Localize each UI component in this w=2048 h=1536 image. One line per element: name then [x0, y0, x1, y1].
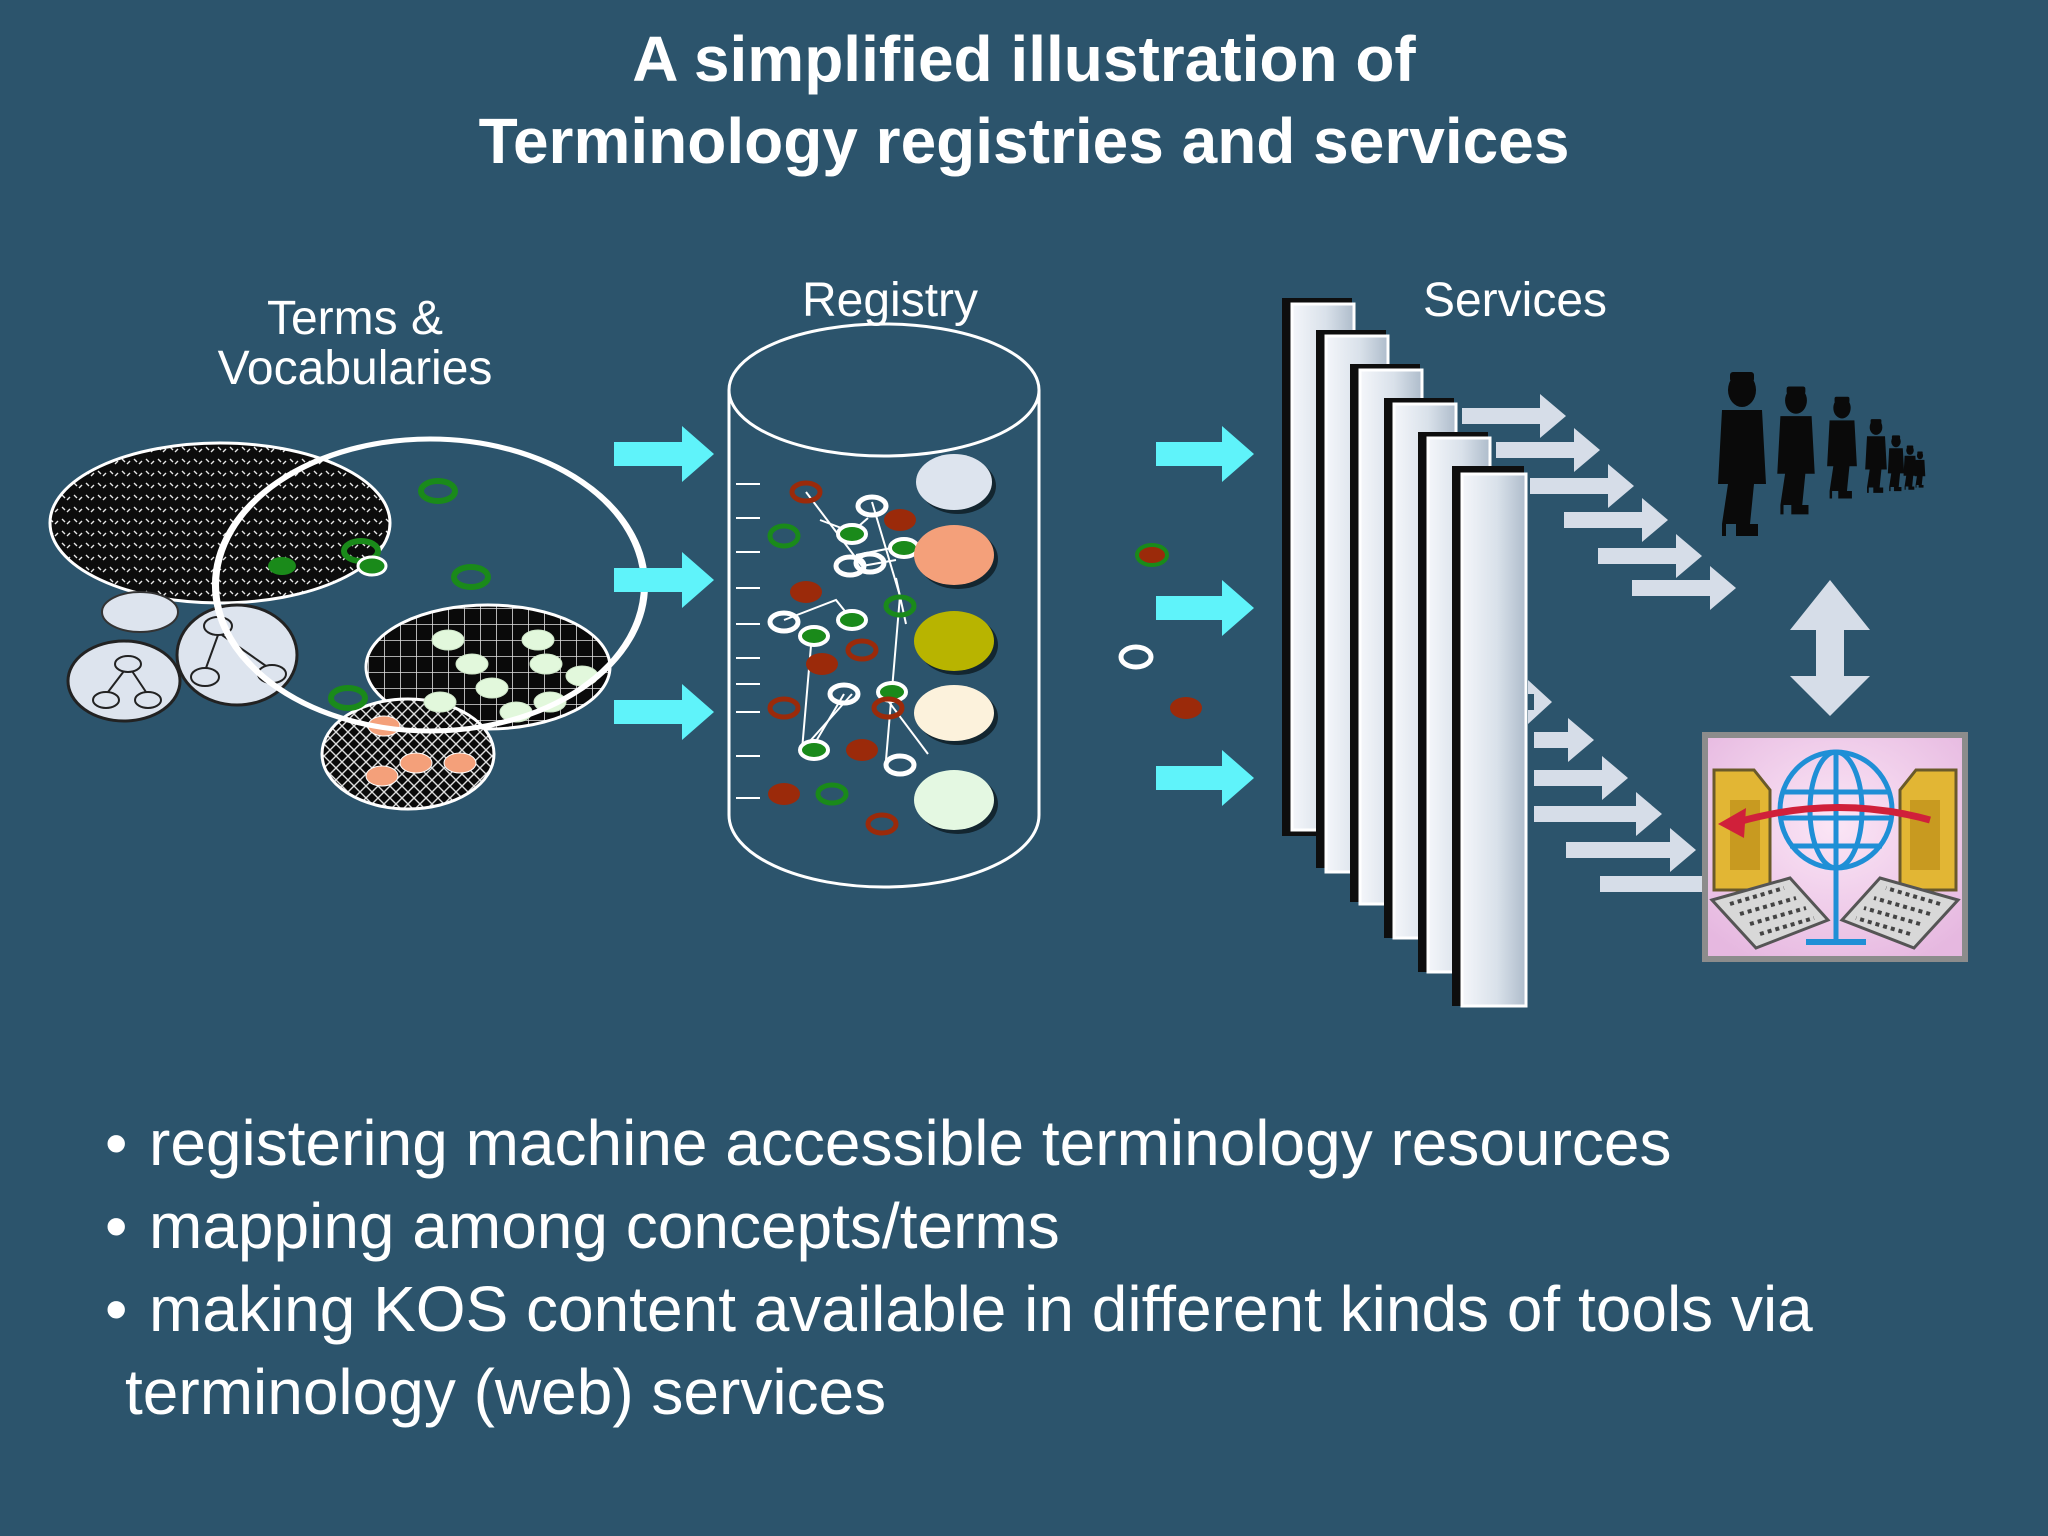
flow-arrow-icon — [1530, 464, 1634, 508]
vocabularies-cluster — [48, 436, 649, 811]
flow-arrow-icon — [1534, 756, 1628, 800]
registry-vocabulary-discs — [914, 454, 998, 834]
flow-arrow-icon — [1496, 428, 1600, 472]
bullet-item: mapping among concepts/terms — [105, 1185, 2005, 1268]
services-panel-stack — [1282, 298, 1528, 1008]
flow-arrow-icon — [1534, 718, 1594, 762]
flow-arrow-icon — [1156, 580, 1254, 636]
registry-cylinder — [727, 322, 1041, 889]
bullet-item: making KOS content available in differen… — [105, 1268, 2005, 1351]
registry-scale-ticks — [736, 483, 760, 799]
bullet-item: registering machine accessible terminolo… — [105, 1102, 2005, 1185]
flow-arrow-icon — [1598, 534, 1702, 578]
flow-arrow-icon — [614, 684, 714, 740]
flow-arrow-icon — [1156, 750, 1254, 806]
terms-vocabularies-label: Terms & Vocabularies — [190, 294, 520, 394]
green-term-dot-outlined — [356, 555, 388, 577]
registry-label: Registry — [801, 274, 979, 327]
flow-arrow-icon — [614, 426, 714, 482]
service-panel — [1452, 466, 1528, 1008]
networked-computers-globe-icon — [1702, 732, 1968, 962]
input-flow-arrows — [614, 426, 714, 740]
slide-title: A simplified illustration of Terminology… — [0, 18, 2048, 182]
flow-arrow-icon — [1566, 828, 1696, 872]
crosshatch-terms — [365, 715, 477, 787]
people-queue-icon — [1718, 372, 1926, 536]
bullet-item-continuation: terminology (web) services — [125, 1356, 887, 1428]
flow-arrow-icon — [614, 552, 714, 608]
bullet-list: registering machine accessible terminolo… — [105, 1102, 2005, 1434]
flow-arrow-icon — [1528, 680, 1552, 724]
flow-arrow-icon — [1632, 566, 1736, 610]
green-term-rings — [328, 478, 491, 711]
double-arrow-icon — [1790, 580, 1870, 716]
flow-arrow-icon — [1462, 394, 1566, 438]
small-hierarchy-ellipse — [101, 591, 179, 633]
terms-label-line-1: Terms & — [266, 292, 443, 345]
output-flow-arrows — [1156, 426, 1254, 806]
registry-term-dots — [767, 480, 920, 836]
terms-label-line-2: Vocabularies — [217, 342, 493, 395]
flow-arrow-icon — [1600, 862, 1730, 906]
flow-arrow-icon — [1564, 498, 1668, 542]
service-output-arrows-bottom — [1528, 680, 1730, 906]
service-output-arrows-top — [1462, 394, 1736, 610]
title-line-1: A simplified illustration of — [632, 23, 1416, 95]
title-line-2: Terminology registries and services — [478, 105, 1570, 177]
transit-term-dots — [1118, 543, 1202, 719]
green-term-dot — [268, 557, 296, 575]
flow-arrow-icon — [1534, 792, 1662, 836]
services-label: Services — [1422, 274, 1608, 327]
flow-arrow-icon — [1156, 426, 1254, 482]
hierarchy-tree-left — [66, 639, 182, 723]
dotted-vocabulary-ellipse — [48, 441, 392, 605]
